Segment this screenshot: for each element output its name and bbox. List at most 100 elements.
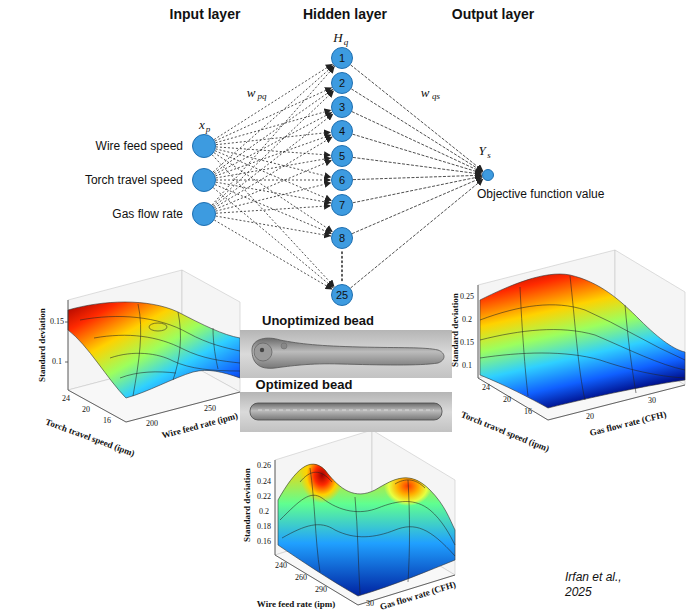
surface-plot-part	[480, 274, 685, 408]
surface-plot-part-part	[275, 555, 358, 605]
tick-label: 30	[366, 600, 374, 608]
axis-title: Gas flow rate (CFH)	[589, 410, 668, 438]
surface-plot-part-part	[80, 316, 240, 351]
tick-label: 0.25	[460, 293, 474, 301]
weight-connector	[215, 112, 333, 174]
surface-plot-part-part	[310, 468, 320, 572]
math-subscript: s	[487, 151, 491, 160]
math-symbol: x	[199, 118, 205, 131]
weight-connector	[213, 114, 333, 207]
weight-connector	[353, 175, 482, 179]
weight-connector	[213, 65, 334, 172]
surface-plot-part	[65, 300, 240, 422]
math-symbol: Y	[478, 144, 485, 157]
tick-label: 0.22	[257, 493, 271, 501]
output-neuron: Objective function value	[482, 169, 494, 181]
surface-plot-part-part	[478, 285, 479, 378]
image-title: Optimized bead	[256, 378, 353, 391]
hidden-neuron: 2	[331, 72, 353, 94]
tick-label: 30	[648, 397, 656, 405]
tick-label: 0.1	[52, 358, 62, 366]
surface-plot-part-part	[120, 372, 176, 378]
tick-label: 0.2	[259, 508, 269, 516]
weight-connector	[216, 110, 332, 143]
surface-plot-part-part	[68, 390, 126, 422]
tick-label: 24	[482, 384, 490, 392]
math-subscript: pq	[258, 92, 267, 101]
math-subscript: q	[344, 38, 349, 47]
bead-photo-part	[240, 392, 452, 432]
input-neuron: Wire feed speed	[192, 134, 216, 158]
tick-label: 0.2	[462, 316, 472, 324]
surface-plot-part-part	[480, 353, 685, 378]
weight-connector	[216, 216, 331, 236]
image-title: Unoptimized bead	[262, 314, 374, 327]
layer-title: Hidden layer	[303, 7, 387, 21]
math-symbol: w	[247, 86, 256, 99]
neuron-number: 6	[339, 175, 345, 186]
tick-label: 0.15	[460, 339, 474, 347]
weight-connector	[351, 179, 484, 288]
bead-photo-part	[258, 410, 434, 411]
bead-photo	[240, 392, 452, 432]
math-subscript: qs	[432, 92, 440, 101]
weight-connector	[214, 220, 332, 289]
surface-plot-part-part	[480, 330, 685, 370]
input-label: Gas flow rate	[112, 208, 183, 220]
surface-plot-part-part	[625, 305, 636, 393]
surface-plot-part-part	[570, 276, 585, 400]
weight-connector	[214, 153, 333, 232]
surface-plot-part-part	[478, 378, 548, 420]
surface-plot-part	[478, 285, 685, 420]
weight-connector	[212, 155, 334, 287]
weight-connector	[216, 183, 332, 212]
surface-plot-part-part	[213, 328, 218, 369]
tick-label: 0.16	[257, 538, 271, 546]
bead-photo-part	[240, 330, 452, 378]
input-neuron: Gas flow rate	[192, 202, 216, 226]
surface-plot	[275, 430, 455, 605]
surface-plot-part-part	[520, 287, 528, 396]
surface-plot-part-part	[300, 450, 344, 506]
surface-plot-part-part	[65, 322, 68, 323]
weight-connector	[352, 112, 483, 173]
bead-photo-part	[254, 343, 272, 361]
axis-title: Torch travel speed (ipm)	[460, 410, 551, 454]
neuron-number: 3	[339, 102, 345, 113]
tick-label: 200	[146, 420, 158, 428]
surface-plot-part	[280, 468, 455, 594]
axis-title: Standard deviation	[243, 468, 252, 542]
tick-label: 260	[295, 574, 307, 582]
math-symbol: w	[421, 86, 430, 99]
weight-connector	[351, 89, 483, 172]
weight-connector	[213, 91, 334, 206]
surface-plot-part	[80, 304, 240, 396]
weight-connector	[353, 157, 482, 174]
math-symbol: H	[333, 31, 342, 44]
hidden-neuron: 8	[331, 227, 353, 249]
surface-plot-part	[300, 450, 432, 506]
layer-title: Input layer	[170, 7, 241, 21]
weight-connector	[216, 158, 331, 178]
hidden-neuron: 4	[331, 120, 353, 142]
surface-plot-part-part	[408, 480, 410, 582]
neuron-number: 4	[339, 126, 345, 137]
surface-plot-part	[68, 302, 240, 398]
tick-label: 0.24	[257, 478, 271, 486]
surface-plot-part	[480, 276, 685, 400]
weight-connector	[216, 132, 331, 145]
tick-label: 0.15	[50, 318, 64, 326]
bead-photo	[240, 330, 452, 378]
surface-plot-part-part	[94, 335, 240, 363]
weight-connector	[215, 135, 331, 176]
surface-plot-part-part	[149, 323, 167, 331]
bead-photo-part	[252, 338, 444, 368]
weight-connector	[353, 134, 483, 173]
hidden-neuron: 7	[331, 194, 353, 216]
weight-connector	[212, 66, 335, 205]
surface-plot-part-part	[65, 362, 68, 363]
weight-connector	[214, 137, 332, 208]
axis-title: Standard deviation	[451, 293, 460, 367]
